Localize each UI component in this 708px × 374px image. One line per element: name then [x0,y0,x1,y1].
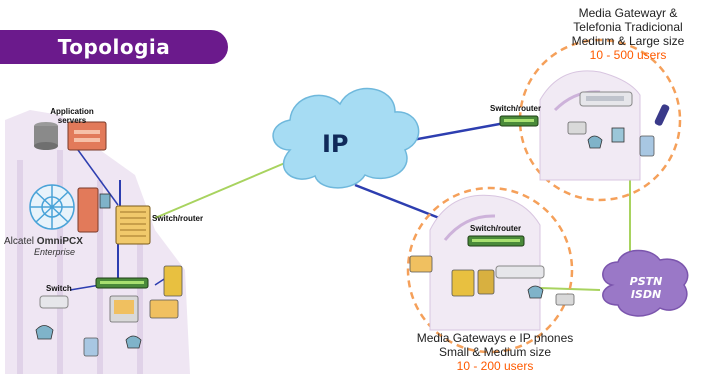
ip-cloud-label: IP [322,130,349,158]
brand-suffix: Enterprise [34,247,76,257]
ip-cloud [272,87,420,189]
brand-label: Alcatel OmniPCX Enterprise [4,236,83,257]
top-site-line1: Media Gatewayr & [578,6,678,20]
page-title: Topologia [0,30,228,64]
bottom-site-users: 10 - 200 users [456,359,534,373]
top-site-users: 10 - 500 users [589,48,667,62]
hq-switch-label: Switch [46,284,72,293]
app-servers-line1: Application [50,107,94,116]
app-servers-line2: servers [57,116,87,125]
bottom-switch-router-label: Switch/router [470,224,522,233]
pstn-cloud-label: PSTN ISDN [624,275,668,301]
pstn-cloud [602,249,689,317]
pstn-line: PSTN [629,275,663,288]
isdn-line: ISDN [630,288,662,301]
top-site [499,38,682,202]
hq-equipment [29,121,183,357]
top-site-line3: Medium & Large size [571,34,685,48]
bottom-site-line2: Small & Medium size [438,345,552,359]
top-switch-router-label: Switch/router [490,104,542,113]
brand-prefix: Alcatel [4,236,35,247]
bottom-site [406,186,575,354]
top-site-line2: Telefonia Tradicional [573,20,683,34]
omnipcx-logo [29,184,75,230]
top-site-caption: Media Gatewayr & Telefonia Tradicional M… [548,6,708,62]
application-servers-label: Application servers [40,107,104,125]
hq-switch-router-label: Switch/router [152,214,204,223]
bottom-site-line1: Media Gateways e IP phones [416,331,574,345]
brand-name: OmniPCX [36,236,83,247]
bottom-site-caption: Media Gateways e IP phones Small & Mediu… [380,331,610,373]
